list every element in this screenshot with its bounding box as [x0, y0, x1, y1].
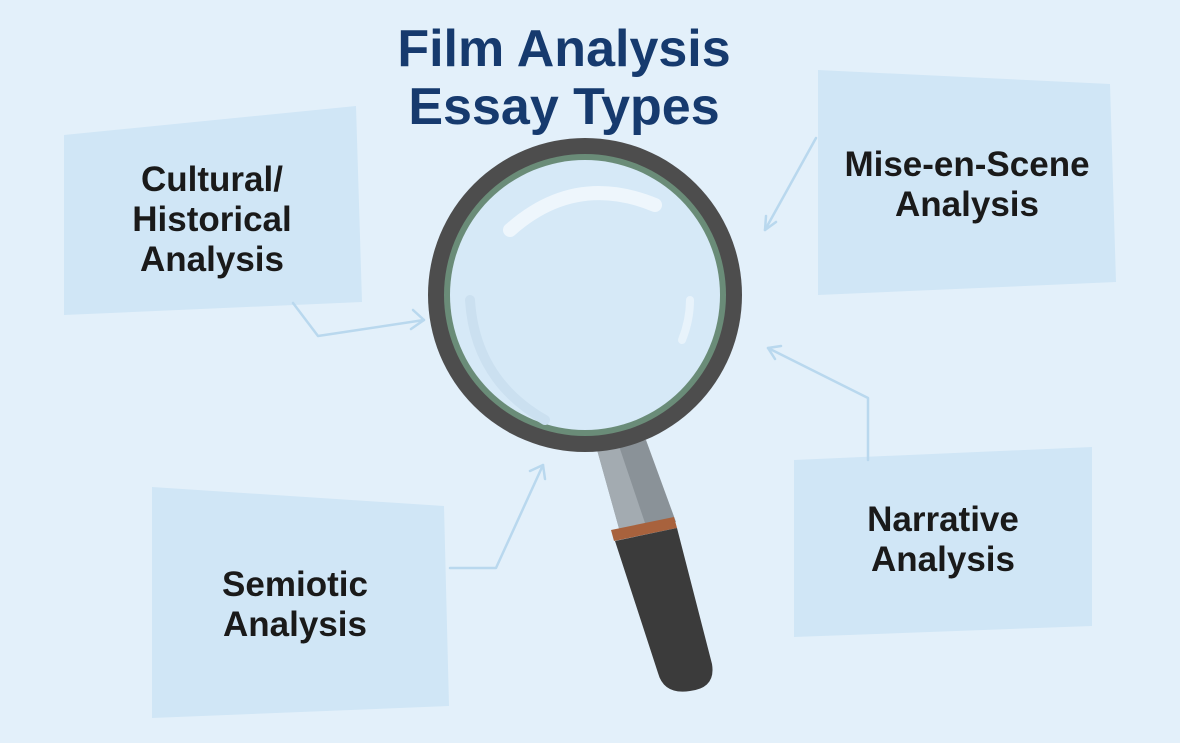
- title-line-1: Film Analysis: [397, 20, 731, 78]
- page-title: Film Analysis Essay Types: [300, 20, 828, 136]
- title-line-2: Essay Types: [408, 78, 720, 136]
- connector-narrative: [766, 344, 870, 462]
- card-cultural-historical: [64, 106, 362, 315]
- card-label-narrative: Narrative Analysis: [867, 500, 1019, 579]
- card-label-cultural-historical: Cultural/ Historical Analysis: [132, 160, 292, 279]
- connector-cultural: [291, 301, 426, 338]
- magnifying-glass-icon: [428, 138, 742, 692]
- card-label-mise-en-scene: Mise-en-Scene Analysis: [844, 145, 1090, 224]
- card-mise-en-scene: [818, 70, 1116, 295]
- connector-mise: [763, 136, 818, 232]
- card-label-semiotic: Semiotic Analysis: [222, 565, 368, 644]
- connector-semiotic: [448, 463, 547, 570]
- card-narrative: [794, 447, 1092, 637]
- card-semiotic: [152, 487, 449, 718]
